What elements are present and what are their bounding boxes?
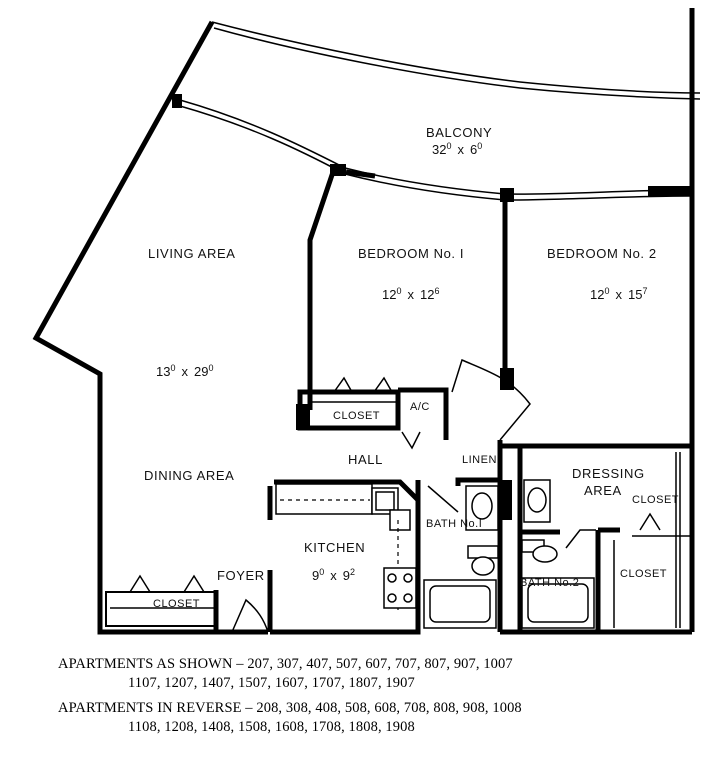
closet-bed1-post bbox=[296, 404, 310, 430]
living-area-label: LIVING AREA bbox=[148, 246, 236, 261]
foyer-label: FOYER bbox=[217, 568, 265, 583]
bath2-toilet-bowl bbox=[532, 545, 558, 563]
kitchen-range bbox=[383, 567, 417, 609]
bath1-wall-top bbox=[455, 477, 500, 486]
dressing-label-1: DRESSING bbox=[572, 466, 645, 481]
balcony-label: BALCONY bbox=[426, 125, 492, 140]
closet-bed1-label: CLOSET bbox=[333, 410, 380, 422]
bath1-label: BATH No.I bbox=[426, 518, 482, 530]
closet-bed1-door2 bbox=[373, 376, 393, 393]
kitchen-dishwasher bbox=[389, 509, 411, 531]
closet-bath2-label: CLOSET bbox=[620, 568, 667, 580]
bath1-tub-inner bbox=[429, 585, 491, 623]
closet-dressing-door bbox=[639, 512, 661, 531]
bath1-door-line bbox=[427, 485, 459, 513]
kitchen-counter bbox=[275, 483, 373, 515]
linen-label: LINEN bbox=[462, 454, 497, 466]
bath2-basin bbox=[527, 487, 547, 513]
legend-shown-line1: APARTMENTS AS SHOWN – 207, 307, 407, 507… bbox=[58, 656, 513, 672]
closet-dressing-label: CLOSET bbox=[632, 494, 679, 506]
ac-door bbox=[401, 431, 421, 450]
legend-shown-line2: 1107, 1207, 1407, 1507, 1607, 1707, 1807… bbox=[128, 675, 415, 691]
ac-wall bbox=[398, 387, 449, 440]
bedroom1-wall-left bbox=[307, 171, 336, 410]
kitchen-counter-top bbox=[274, 479, 420, 502]
bedroom1-door-swing bbox=[451, 358, 531, 441]
closet-foyer-door1 bbox=[129, 574, 151, 593]
entry-door-swing bbox=[231, 598, 269, 633]
range-burner-1 bbox=[387, 573, 397, 583]
balcony-column-far bbox=[648, 186, 692, 196]
closet-foyer-door2 bbox=[183, 574, 205, 593]
dining-area-label: DINING AREA bbox=[144, 468, 234, 483]
legend-reverse-line2: 1108, 1208, 1408, 1508, 1608, 1708, 1808… bbox=[128, 719, 415, 735]
closet-foyer-label: CLOSET bbox=[153, 598, 200, 610]
kitchen-label: KITCHEN bbox=[304, 540, 365, 555]
bath2-door bbox=[565, 529, 596, 549]
hall-label: HALL bbox=[348, 452, 383, 467]
closet-bed1-door1 bbox=[333, 376, 353, 393]
ac-label: A/C bbox=[410, 401, 430, 413]
bedroom1-wall-top bbox=[345, 169, 376, 179]
bedroom1-label: BEDROOM No. I bbox=[358, 246, 464, 261]
balcony-inner-edge-2 bbox=[179, 105, 691, 201]
balcony-column-left bbox=[172, 94, 182, 108]
bath2-tub-inner bbox=[527, 583, 589, 623]
legend-reverse-line1: APARTMENTS IN REVERSE – 208, 308, 408, 5… bbox=[58, 700, 522, 716]
bath1-wall-pier bbox=[498, 480, 512, 520]
exterior-wall-bottom bbox=[270, 628, 421, 635]
balcony-inner-edge bbox=[179, 99, 691, 195]
kitchen-sink-inner bbox=[375, 491, 395, 511]
bath2-label: BATH No.2 bbox=[520, 577, 579, 589]
bath1-toilet-bowl bbox=[471, 556, 495, 576]
balcony-railing-outer bbox=[211, 21, 701, 94]
range-burner-2 bbox=[403, 573, 413, 583]
range-burner-3 bbox=[387, 593, 397, 603]
bath1-basin bbox=[471, 492, 493, 520]
dressing-label-2: AREA bbox=[584, 483, 622, 498]
balcony-railing-inner bbox=[213, 27, 701, 100]
bedroom2-label: BEDROOM No. 2 bbox=[547, 246, 657, 261]
exterior-wall-left bbox=[32, 20, 268, 635]
bath1-toilet-tank bbox=[467, 545, 499, 559]
range-burner-4 bbox=[403, 593, 413, 603]
